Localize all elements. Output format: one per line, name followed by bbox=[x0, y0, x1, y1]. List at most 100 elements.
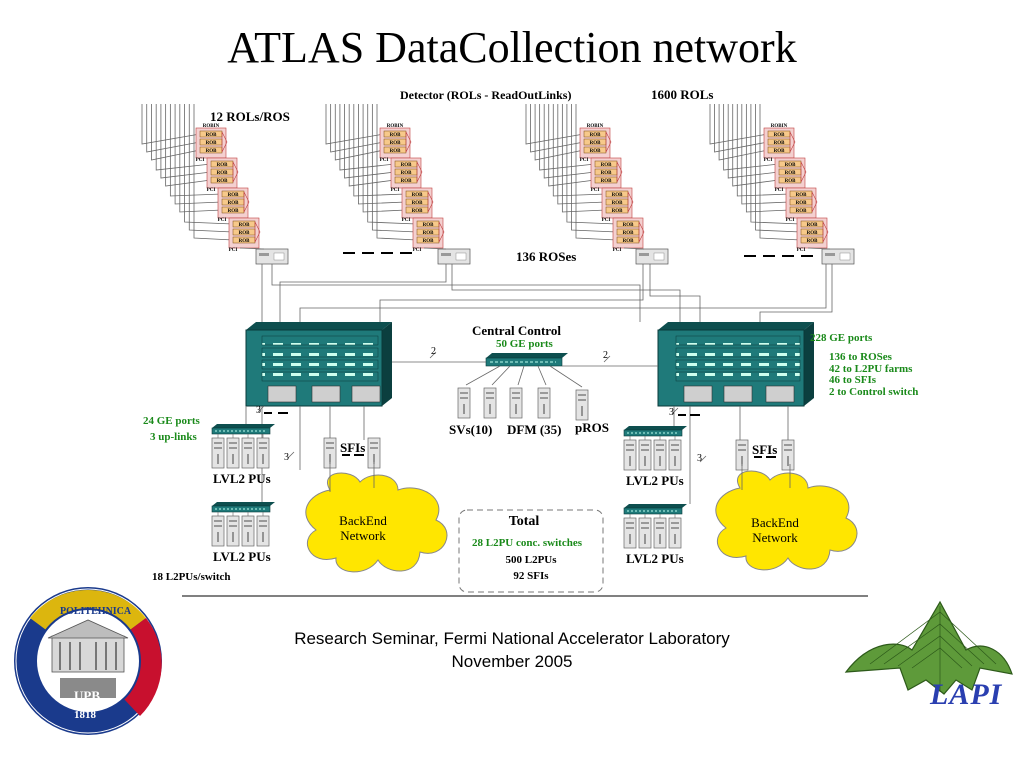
rob-label: ROB bbox=[390, 133, 402, 138]
rol-fan-lines bbox=[141, 104, 802, 241]
pci-label: PCI bbox=[764, 158, 773, 163]
roses-label: 136 ROSes bbox=[516, 249, 577, 264]
pros-label: pROS bbox=[575, 420, 609, 435]
rob-label: ROB bbox=[412, 201, 424, 206]
rob-label: ROB bbox=[228, 201, 240, 206]
pci-label: PCI bbox=[207, 188, 216, 193]
rob-label: ROB bbox=[206, 141, 218, 146]
pci-label: PCI bbox=[786, 218, 795, 223]
ros-ellipsis bbox=[343, 252, 813, 257]
lapi-logo bbox=[844, 600, 1013, 695]
lvl2-pus-label-2: LVL2 PUs bbox=[213, 549, 271, 564]
svs-label: SVs(10) bbox=[449, 422, 493, 437]
rob-label: ROB bbox=[590, 133, 602, 138]
pros-server bbox=[575, 389, 589, 421]
l2pu-server bbox=[623, 439, 637, 471]
rob-label: ROB bbox=[774, 149, 786, 154]
l2pus-per-switch-label: 18 L2PUs/switch bbox=[152, 571, 231, 583]
l2pu-server bbox=[638, 439, 652, 471]
footer-line-2: November 2005 bbox=[451, 652, 573, 671]
ros-pc bbox=[437, 248, 471, 265]
backend-network-cloud-left bbox=[305, 472, 448, 573]
l2pu-farm-left-upper bbox=[211, 424, 275, 469]
robin-label: ROBIN bbox=[203, 124, 220, 129]
supervisor-dfm-server bbox=[483, 387, 497, 419]
rob-label: ROB bbox=[590, 141, 602, 146]
l2pu-server bbox=[256, 437, 270, 469]
l2pu-concentrator-switch bbox=[211, 424, 275, 435]
l2pu-farm-right-lower bbox=[623, 504, 687, 549]
left-core-switch bbox=[245, 322, 392, 407]
rob-label: ROB bbox=[412, 209, 424, 214]
l2pu-server bbox=[241, 515, 255, 547]
left-farm-links bbox=[245, 405, 365, 510]
l2pu-farm-right-upper bbox=[623, 426, 687, 471]
supervisor-dfm-server bbox=[457, 387, 471, 419]
rob-label: ROB bbox=[228, 209, 240, 214]
ros-pc bbox=[635, 248, 669, 265]
link-count-3b: 3 bbox=[284, 452, 289, 463]
pci-label: PCI bbox=[196, 158, 205, 163]
pci-label: PCI bbox=[402, 218, 411, 223]
rols-total-label: 1600 ROLs bbox=[651, 87, 714, 102]
upb-logo-year: 1818 bbox=[74, 709, 96, 721]
sfi-server bbox=[781, 439, 795, 471]
rob-label: ROB bbox=[217, 171, 229, 176]
lvl2-pus-label-4: LVL2 PUs bbox=[626, 551, 684, 566]
rob-label: ROB bbox=[796, 201, 808, 206]
pci-label: PCI bbox=[380, 158, 389, 163]
link-count-3a: 3 bbox=[256, 405, 261, 416]
rob-label: ROB bbox=[239, 239, 251, 244]
left-ge-ports-label: 24 GE ports bbox=[143, 415, 200, 427]
total-switches: 28 L2PU conc. switches bbox=[472, 537, 582, 549]
ros-pc bbox=[821, 248, 855, 265]
right-port-breakdown: 136 to ROSes 42 to L2PU farms 46 to SFIs… bbox=[829, 351, 919, 398]
pci-label: PCI bbox=[613, 248, 622, 253]
l2pu-server bbox=[638, 517, 652, 549]
rob-label: ROB bbox=[423, 239, 435, 244]
rob-label: ROB bbox=[217, 179, 229, 184]
rob-label: ROB bbox=[623, 231, 635, 236]
l2pu-server bbox=[256, 515, 270, 547]
dfm-label: DFM (35) bbox=[507, 422, 562, 437]
rob-label: ROB bbox=[807, 223, 819, 228]
robin-label: ROBIN bbox=[771, 124, 788, 129]
pci-label: PCI bbox=[229, 248, 238, 253]
rob-label: ROB bbox=[390, 149, 402, 154]
l2pu-server bbox=[211, 437, 225, 469]
link-count-3c: 3 bbox=[669, 407, 674, 418]
right-core-switch bbox=[657, 322, 814, 407]
rob-label: ROB bbox=[785, 171, 797, 176]
rob-label: ROB bbox=[423, 223, 435, 228]
central-links bbox=[392, 351, 658, 388]
l2pu-farm-left-lower bbox=[211, 502, 275, 547]
pci-label: PCI bbox=[580, 158, 589, 163]
link-count-left: 2 bbox=[431, 346, 436, 357]
page-title: ATLAS DataCollection network bbox=[227, 23, 797, 72]
pci-label: PCI bbox=[413, 248, 422, 253]
upb-logo-monogram: UPB bbox=[74, 688, 100, 703]
rob-label: ROB bbox=[239, 223, 251, 228]
ros-group: ROBINROBROBROBPCIROBROBROBPCIROBROBROBPC… bbox=[764, 124, 855, 265]
robin-label: ROBIN bbox=[387, 124, 404, 129]
pci-label: PCI bbox=[775, 188, 784, 193]
rob-label: ROB bbox=[217, 163, 229, 168]
link-count-right: 2 bbox=[603, 350, 608, 361]
rob-label: ROB bbox=[623, 239, 635, 244]
rob-label: ROB bbox=[807, 231, 819, 236]
ros-group: ROBINROBROBROBPCIROBROBROBPCIROBROBROBPC… bbox=[196, 124, 289, 265]
central-control-label: Central Control bbox=[472, 323, 561, 338]
rob-label: ROB bbox=[590, 149, 602, 154]
central-control-switch bbox=[485, 353, 568, 367]
